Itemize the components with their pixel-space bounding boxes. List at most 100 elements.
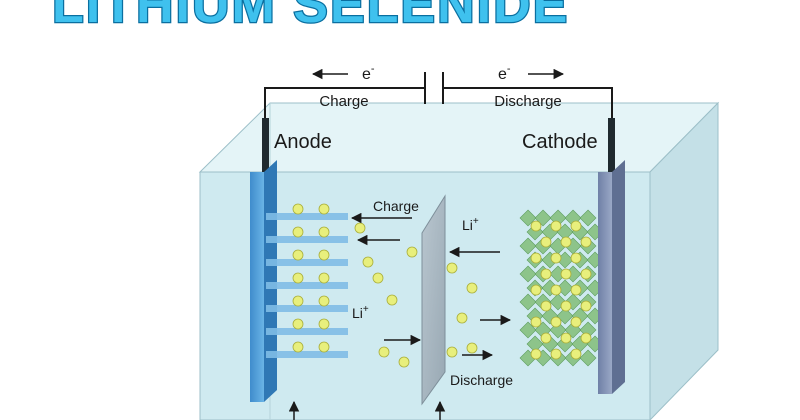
li-ion	[318, 249, 330, 261]
external-circuit	[264, 72, 613, 118]
cathode-plate-side	[612, 160, 625, 394]
li-ion	[570, 316, 582, 328]
li-sup-right: +	[473, 216, 479, 227]
li-ion	[398, 356, 410, 368]
separator-membrane	[421, 194, 446, 406]
graphite-layer	[266, 236, 348, 243]
ion-flow-arrows	[350, 212, 512, 361]
electron-label-left: e	[362, 66, 371, 83]
li-sup-left: +	[363, 304, 369, 315]
cathode-crystal	[519, 293, 537, 311]
anode-plate	[250, 172, 264, 402]
li-ion	[560, 236, 572, 248]
cathode-crystal	[519, 321, 537, 339]
li-ion	[560, 332, 572, 344]
li-ion	[540, 236, 552, 248]
li-ion	[560, 300, 572, 312]
li-ion	[530, 252, 542, 264]
li-ion	[318, 341, 330, 353]
banner-title: LITHIUM SELENIDE	[52, 0, 569, 34]
svg-text:e-: e-	[362, 63, 375, 83]
svg-text:e-: e-	[498, 63, 511, 83]
li-ion	[466, 342, 478, 354]
svg-text:Li+: Li+	[352, 304, 369, 321]
li-ion	[292, 341, 304, 353]
cell-charge-label: Charge	[373, 198, 419, 214]
li-ion	[540, 332, 552, 344]
li-ion	[570, 284, 582, 296]
graphite-layer	[266, 282, 348, 289]
li-ion	[318, 226, 330, 238]
graphite-layer	[266, 213, 348, 220]
li-ion	[318, 295, 330, 307]
graphite-layer	[266, 305, 348, 312]
li-ion	[540, 268, 552, 280]
cathode-terminal	[608, 118, 615, 178]
li-ion	[386, 294, 398, 306]
anode-plate-side	[264, 160, 277, 402]
cathode-crystal	[579, 349, 597, 367]
li-ion	[378, 346, 390, 358]
li-ion	[456, 312, 468, 324]
cathode-crystal	[519, 237, 537, 255]
li-ion	[318, 203, 330, 215]
li-ion	[580, 268, 592, 280]
electron-sup-right: -	[507, 63, 511, 75]
li-label-right: Li	[462, 217, 473, 233]
li-ion	[530, 316, 542, 328]
li-ion	[580, 300, 592, 312]
li-ion	[446, 346, 458, 358]
li-ion	[292, 272, 304, 284]
graphite-layer	[266, 328, 348, 335]
electron-label-right: e	[498, 66, 507, 83]
li-ion	[570, 348, 582, 360]
lithium-ions	[292, 203, 592, 368]
li-ion	[292, 249, 304, 261]
cathode-crystal	[519, 265, 537, 283]
li-ion	[466, 282, 478, 294]
svg-text:Li+: Li+	[462, 216, 479, 233]
li-ion	[318, 272, 330, 284]
li-ion	[540, 300, 552, 312]
li-ion	[550, 348, 562, 360]
li-ion	[570, 252, 582, 264]
li-ion	[550, 220, 562, 232]
cathode-crystal	[519, 209, 537, 227]
li-ion	[580, 236, 592, 248]
cell-discharge-label: Discharge	[450, 372, 513, 388]
li-ion	[530, 348, 542, 360]
li-ion	[446, 262, 458, 274]
li-ion	[550, 316, 562, 328]
li-ion	[530, 220, 542, 232]
li-label-left: Li	[352, 305, 363, 321]
cathode-plate	[598, 172, 612, 394]
li-ion	[362, 256, 374, 268]
graphite-layer	[266, 351, 348, 358]
li-ion	[292, 203, 304, 215]
li-ion	[354, 222, 366, 234]
li-ion	[406, 246, 418, 258]
graphite-layer	[266, 259, 348, 266]
li-ion	[292, 226, 304, 238]
anode-graphite-layers	[266, 213, 348, 358]
li-ion	[580, 332, 592, 344]
li-ion	[318, 318, 330, 330]
circuit-discharge-label: Discharge	[494, 93, 562, 110]
li-ion	[560, 268, 572, 280]
li-ion	[570, 220, 582, 232]
anode-label: Anode	[274, 131, 332, 153]
li-ion	[550, 252, 562, 264]
electron-sup-left: -	[371, 63, 375, 75]
circuit-charge-label: Charge	[319, 93, 368, 110]
li-ion	[372, 272, 384, 284]
circuit-wire-right	[443, 87, 613, 118]
li-ion	[292, 318, 304, 330]
circuit-wire-left	[264, 87, 425, 118]
cathode-crystal	[579, 209, 597, 227]
li-ion	[550, 284, 562, 296]
li-ion	[530, 284, 542, 296]
cathode-label: Cathode	[522, 131, 598, 153]
li-ion	[292, 295, 304, 307]
